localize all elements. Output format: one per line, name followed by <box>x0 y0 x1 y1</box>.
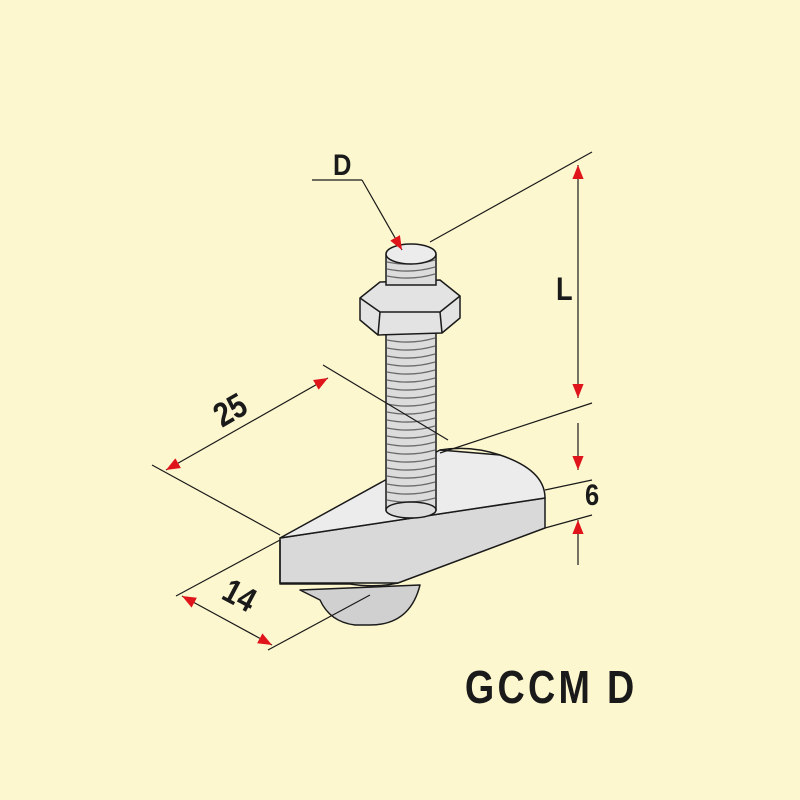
thread-line <box>386 441 436 447</box>
thread-line <box>386 353 436 359</box>
thread-line <box>386 481 436 487</box>
thread-line <box>386 337 436 343</box>
part-code: GCCM D <box>465 661 638 713</box>
thread-line <box>386 345 436 351</box>
thread-line <box>386 401 436 407</box>
dimension-lines <box>151 151 593 651</box>
depth-arrow <box>181 595 273 646</box>
thread-line <box>386 393 436 399</box>
thread-line <box>386 266 436 272</box>
thread-line <box>386 457 436 463</box>
hex-nut <box>359 279 461 336</box>
shank-threads <box>386 337 436 503</box>
upper-threads <box>385 243 437 286</box>
thread-line <box>386 369 436 375</box>
thread-line <box>386 465 436 471</box>
thread-line <box>386 409 436 415</box>
diameter-label: D <box>333 148 351 181</box>
thread-line <box>386 385 436 391</box>
thread-line <box>386 433 436 439</box>
thread-line <box>386 473 436 479</box>
base-bottom-lip <box>299 584 421 626</box>
thread-line <box>386 425 436 431</box>
height-label: 6 <box>585 478 599 511</box>
thread-line <box>386 449 436 455</box>
thread-line <box>386 361 436 367</box>
thread-line <box>386 417 436 423</box>
depth-label: 14 <box>216 570 263 620</box>
width-arrow <box>165 377 329 471</box>
thread-line <box>386 273 436 279</box>
thread-line <box>386 377 436 383</box>
base-top-curve <box>439 447 501 456</box>
width-label: 25 <box>206 385 253 435</box>
threaded-shank <box>385 324 437 519</box>
thread-line <box>386 489 436 495</box>
length-label: L <box>556 272 573 308</box>
diameter-arrow <box>361 179 403 251</box>
base-rounded-end <box>279 540 399 587</box>
dimension-arrows <box>165 165 584 646</box>
